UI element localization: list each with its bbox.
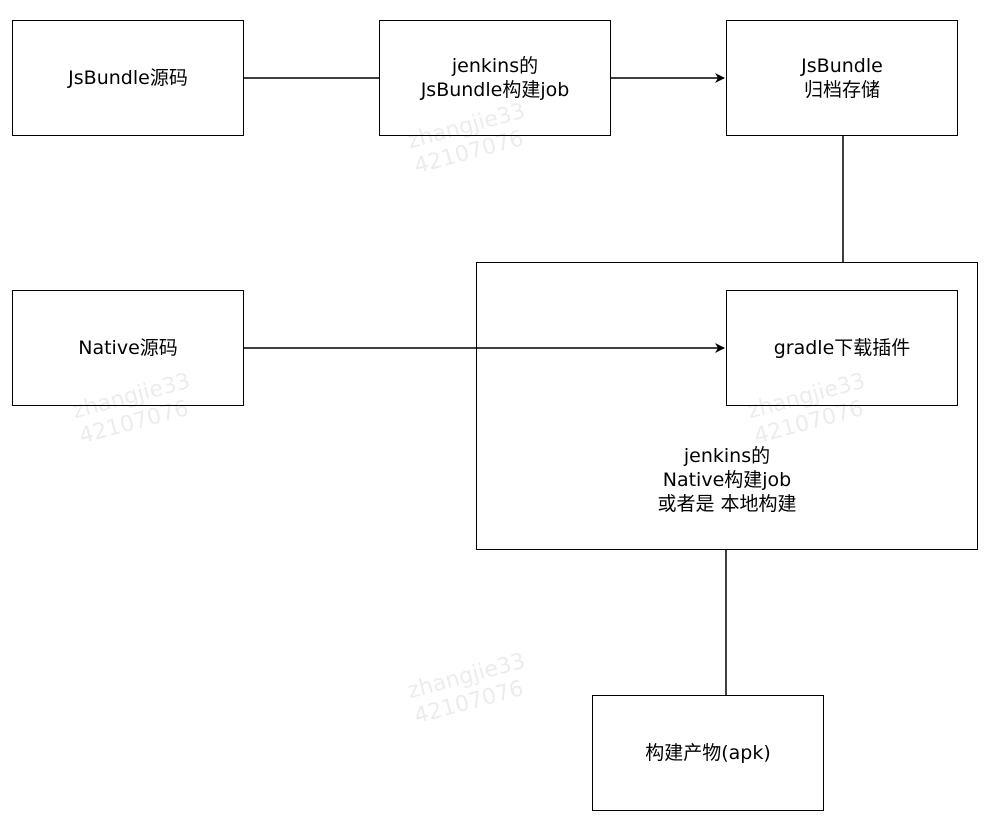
gradle-plugin-label: gradle下载插件 — [773, 337, 911, 359]
node-jsbundle-source: JsBundle源码 — [12, 20, 244, 136]
node-gradle-download-plugin: gradle下载插件 — [726, 290, 958, 406]
jsbundle-source-label: JsBundle源码 — [68, 67, 188, 89]
node-jsbundle-archive: JsBundle 归档存储 — [726, 20, 958, 136]
node-jenkins-jsbundle-job: jenkins的 JsBundle构建job — [379, 20, 611, 136]
jenkins-native-build-container — [476, 262, 978, 550]
node-native-source: Native源码 — [12, 290, 244, 406]
jenkins-js-job-line-2: JsBundle构建job — [420, 79, 570, 101]
native-source-label: Native源码 — [78, 337, 178, 359]
jenkins-js-job-line-1: jenkins的 — [451, 55, 539, 77]
jenkins-native-build-label: jenkins的 Native构建job 或者是 本地构建 — [476, 444, 978, 516]
node-build-output-apk: 构建产物(apk) — [592, 695, 824, 811]
js-archive-line-2: 归档存储 — [803, 79, 880, 101]
build-output-label: 构建产物(apk) — [645, 742, 771, 764]
jenkins-native-line-3: 或者是 本地构建 — [657, 493, 797, 515]
jenkins-native-line-2: Native构建job — [662, 469, 792, 491]
js-archive-line-1: JsBundle — [801, 55, 883, 77]
jenkins-native-line-1: jenkins的 — [683, 445, 771, 467]
